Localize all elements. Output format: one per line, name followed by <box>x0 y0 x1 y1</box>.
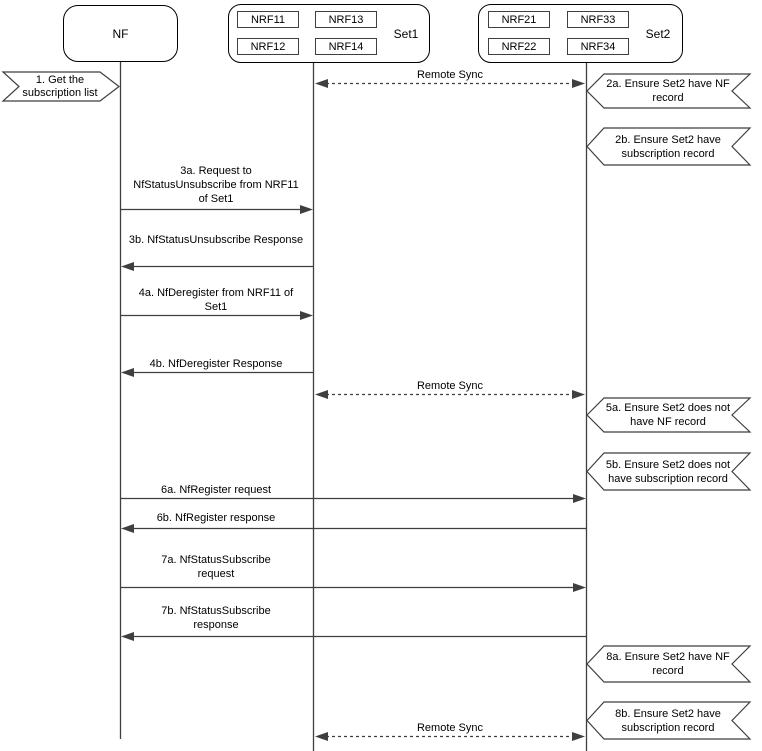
note-2a: 2a. Ensure Set2 have NF record <box>606 78 730 104</box>
remote-sync-arrow-3 <box>315 732 585 741</box>
participant-set1-label: Set1 <box>393 27 419 41</box>
node-nrf22: NRF22 <box>488 38 550 55</box>
participant-set2: NRF21 NRF33 NRF22 NRF34 Set2 <box>478 4 683 63</box>
note-shape-2a <box>586 73 752 109</box>
note-8a: 8a. Ensure Set2 have NF record <box>606 651 730 677</box>
node-nrf12-label: NRF12 <box>250 40 286 53</box>
node-nrf11-label: NRF11 <box>250 13 286 26</box>
message-4a-label: 4a. NfDeregister from NRF11 of Set1 <box>138 287 294 313</box>
node-nrf14-label: NRF14 <box>328 40 364 53</box>
arrow-6a <box>120 494 586 503</box>
note-shape-1 <box>1 71 120 102</box>
participant-nf: NF <box>63 5 178 62</box>
arrow-4a <box>120 311 313 320</box>
message-3a-label: 3a. Request to NfStatusUnsubscribe from … <box>133 165 299 205</box>
note-5a: 5a. Ensure Set2 does not have NF record <box>605 402 731 428</box>
node-nrf14: NRF14 <box>315 38 377 55</box>
node-nrf13: NRF13 <box>315 11 377 28</box>
remote-sync-label-1: Remote Sync <box>416 69 484 81</box>
node-nrf33-label: NRF33 <box>580 13 616 26</box>
node-nrf22-label: NRF22 <box>501 40 537 53</box>
note-shape-5b <box>586 452 752 491</box>
node-nrf21: NRF21 <box>488 11 550 28</box>
node-nrf21-label: NRF21 <box>501 13 537 26</box>
message-4b-label: 4b. NfDeregister Response <box>149 358 283 370</box>
node-nrf12: NRF12 <box>237 38 299 55</box>
arrow-7a <box>120 583 586 592</box>
message-7a-label: 7a. NfStatusSubscribe request <box>161 554 271 580</box>
note-shape-5a <box>586 397 752 433</box>
note-shape-8b <box>586 701 752 740</box>
node-nrf33: NRF33 <box>567 11 629 28</box>
remote-sync-label-2: Remote Sync <box>416 380 484 392</box>
arrow-3a <box>120 205 313 214</box>
node-nrf34-label: NRF34 <box>580 40 616 53</box>
note-shape-2b <box>586 127 752 166</box>
note-8b: 8b. Ensure Set2 have subscription record <box>615 707 721 734</box>
arrow-3b <box>121 262 313 271</box>
message-6a-label: 6a. NfRegister request <box>160 484 272 496</box>
node-nrf34: NRF34 <box>567 38 629 55</box>
note-2b: 2b. Ensure Set2 have subscription record <box>615 133 721 160</box>
participant-nf-label: NF <box>112 26 129 41</box>
message-7b-label: 7b. NfStatusSubscribe response <box>161 605 271 631</box>
node-nrf13-label: NRF13 <box>328 13 364 26</box>
node-nrf11: NRF11 <box>237 11 299 28</box>
note-shape-8a <box>586 645 752 683</box>
message-6b-label: 6b. NfRegister response <box>156 512 276 524</box>
arrow-6b <box>121 524 586 533</box>
participant-set1: NRF11 NRF13 NRF12 NRF14 Set1 <box>228 4 430 63</box>
arrow-7b <box>121 632 586 641</box>
note-5b: 5b. Ensure Set2 does not have subscripti… <box>605 458 731 485</box>
message-3b-label: 3b. NfStatusUnsubscribe Response <box>128 234 304 246</box>
note-1: 1. Get the subscription list <box>22 73 98 99</box>
arrow-4b <box>121 368 313 377</box>
remote-sync-arrow-1 <box>315 79 585 88</box>
participant-set2-label: Set2 <box>645 27 671 41</box>
remote-sync-label-3: Remote Sync <box>416 722 484 734</box>
remote-sync-arrow-2 <box>315 390 585 399</box>
